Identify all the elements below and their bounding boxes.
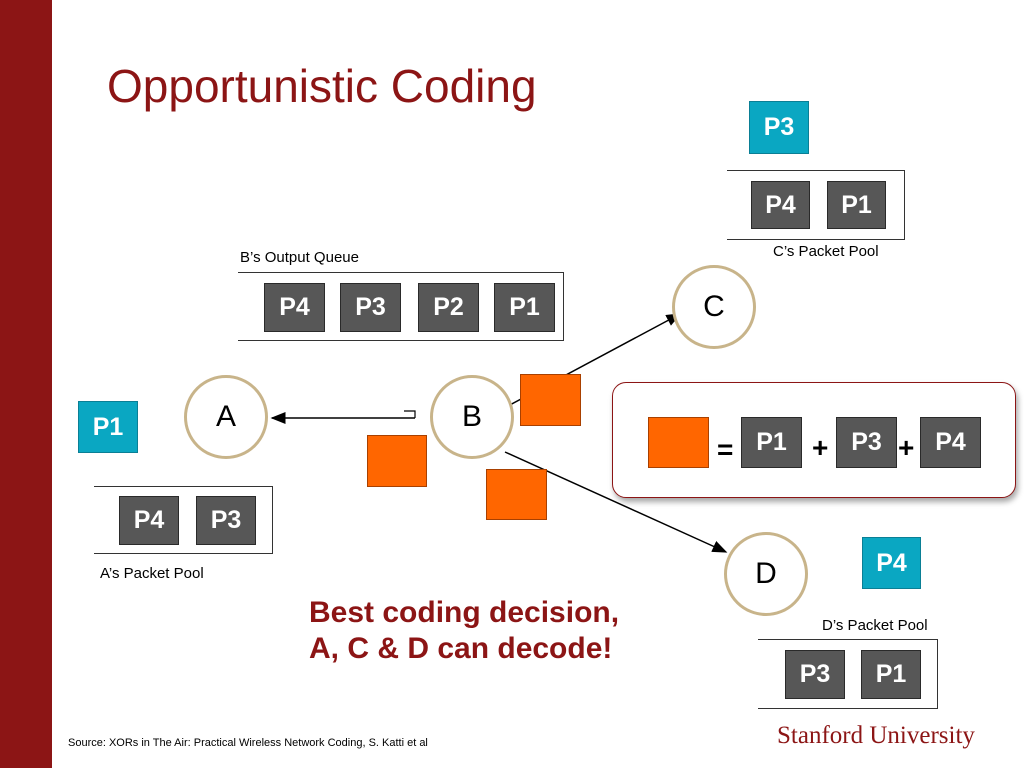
coded-packet-to-a <box>367 435 427 487</box>
equation-coded-packet <box>648 417 709 468</box>
stanford-logo: Stanford University <box>777 722 975 749</box>
decision-callout-line: Best coding decision, <box>309 596 620 629</box>
b-queue-packet: P3 <box>340 283 401 332</box>
d-wanted-packet: P4 <box>862 537 921 589</box>
equation-plus: + <box>898 432 915 463</box>
source-citation: Source: XORs in The Air: Practical Wirel… <box>68 737 428 749</box>
arrow-b-to-a-tail <box>404 410 416 418</box>
a-wanted-packet: P1 <box>78 401 138 453</box>
coded-packet-to-d <box>486 469 547 520</box>
b-queue-packet: P4 <box>264 283 325 332</box>
a-pool-label: A’s Packet Pool <box>100 565 204 582</box>
a-packet-pool <box>94 486 273 554</box>
node-b: B <box>430 375 514 459</box>
node-d: D <box>724 532 808 616</box>
equation-term: P3 <box>836 417 897 468</box>
c-pool-label: C’s Packet Pool <box>773 243 879 260</box>
d-pool-label: D’s Packet Pool <box>822 617 928 634</box>
sidebar-accent-bar <box>0 0 52 768</box>
equation-equals: = <box>717 434 734 465</box>
a-pool-packet: P4 <box>119 496 179 545</box>
arrow-b-to-d <box>504 451 728 553</box>
equation-term: P4 <box>920 417 981 468</box>
decision-callout-line: A, C & D can decode! <box>309 632 613 665</box>
decision-callout: Best coding decision, A, C & D can decod… <box>309 595 619 667</box>
c-pool-packet: P1 <box>827 181 886 229</box>
a-pool-packet: P3 <box>196 496 256 545</box>
coded-packet-to-c <box>520 374 581 426</box>
b-queue-label: B’s Output Queue <box>240 249 359 266</box>
c-packet-pool <box>727 170 905 240</box>
node-c: C <box>672 265 756 349</box>
slide-title: Opportunistic Coding <box>107 60 537 112</box>
d-pool-packet: P3 <box>785 650 845 699</box>
d-pool-packet: P1 <box>861 650 921 699</box>
b-output-queue <box>238 272 564 341</box>
c-pool-packet: P4 <box>751 181 810 229</box>
equation-plus: + <box>812 432 829 463</box>
b-queue-packet: P2 <box>418 283 479 332</box>
b-queue-packet: P1 <box>494 283 555 332</box>
node-a: A <box>184 375 268 459</box>
equation-term: P1 <box>741 417 802 468</box>
d-packet-pool <box>758 639 938 709</box>
c-wanted-packet: P3 <box>749 101 809 154</box>
